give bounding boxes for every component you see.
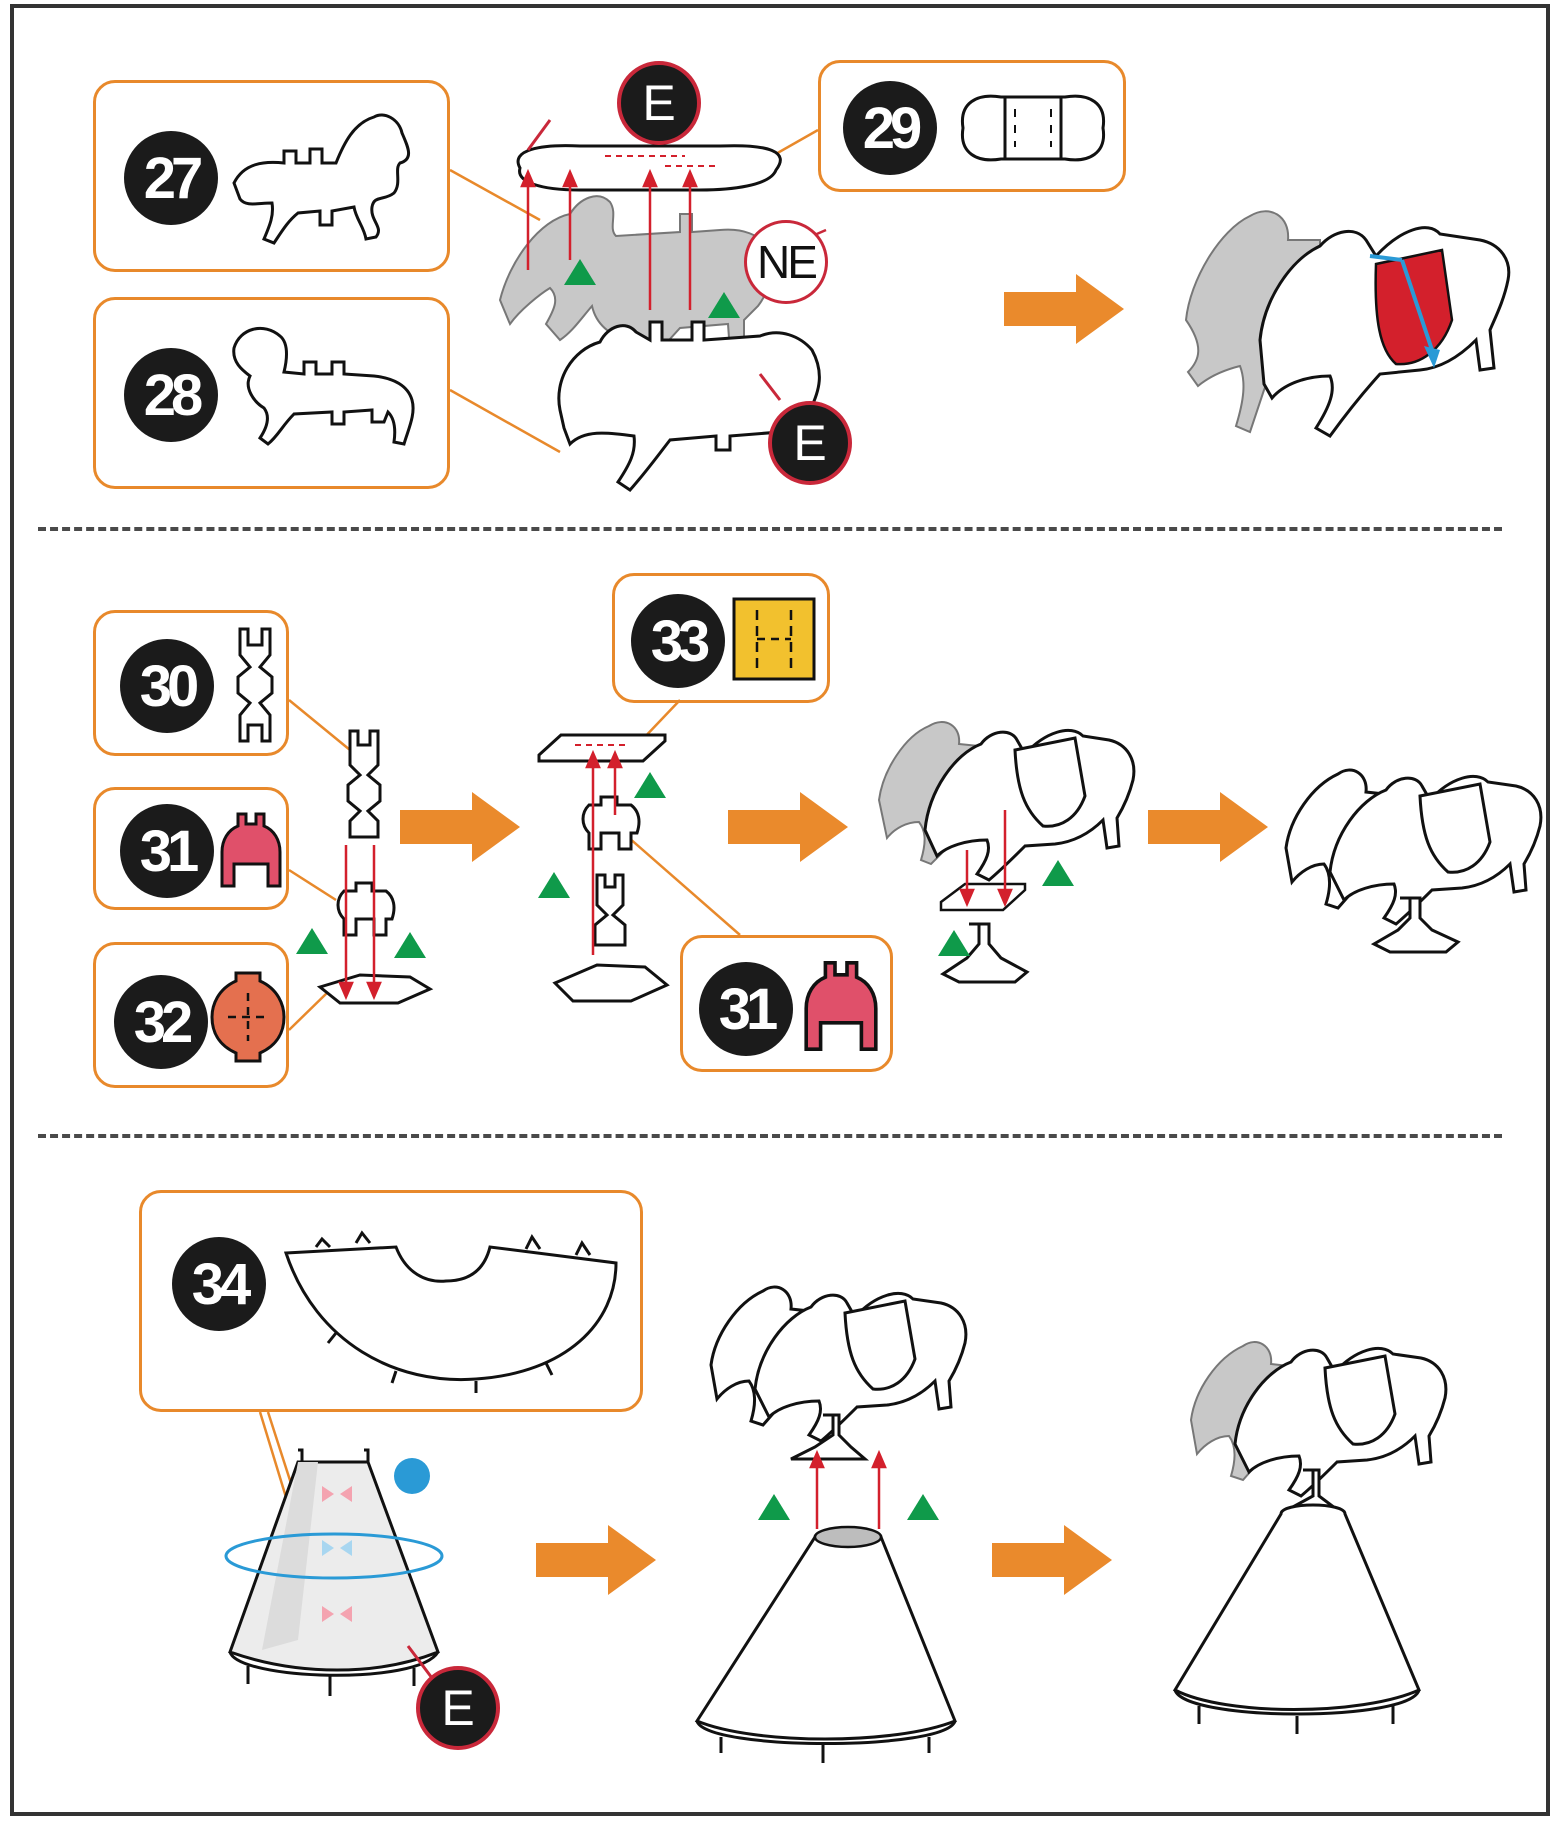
horse-silhouette-left-icon xyxy=(232,113,410,245)
pink-clip-icon xyxy=(220,812,282,888)
step-divider xyxy=(38,1134,1502,1138)
guide-triangle xyxy=(758,1494,790,1520)
marker-e-cone: E xyxy=(416,1666,500,1750)
step-arrow xyxy=(1148,792,1268,862)
callout-part-32: 32 xyxy=(93,942,289,1088)
guide-triangle xyxy=(634,772,666,798)
guide-triangle xyxy=(296,928,328,954)
horse-assembly-exploded xyxy=(498,119,827,492)
callout-part-34: 34 xyxy=(139,1190,643,1412)
part-number-badge: 34 xyxy=(172,1237,266,1331)
carousel-attach xyxy=(694,1285,968,1763)
callout-part-27: 27 xyxy=(93,80,450,272)
part-number-badge: 30 xyxy=(120,639,214,733)
step-divider xyxy=(38,527,1502,531)
callout-part-30: 30 xyxy=(93,610,289,756)
part-number-badge: 32 xyxy=(114,975,208,1069)
part-number-badge: 28 xyxy=(124,348,218,442)
part-number-badge: 31 xyxy=(699,962,793,1056)
oval-base-icon xyxy=(210,971,286,1063)
guide-triangle xyxy=(938,930,970,956)
cone-arc-panel-icon xyxy=(283,1230,618,1393)
horse-pole-result xyxy=(1284,768,1543,954)
connector-post-icon xyxy=(236,627,274,743)
callout-part-28: 28 xyxy=(93,297,450,489)
step-arrow xyxy=(400,792,520,862)
step-arrow xyxy=(992,1525,1112,1595)
yellow-plate-icon xyxy=(732,597,816,681)
step-arrow xyxy=(728,792,848,862)
carousel-final xyxy=(1172,1341,1448,1734)
guide-triangle xyxy=(1042,860,1074,886)
marker-ne: NE xyxy=(744,220,828,304)
guide-triangle xyxy=(907,1494,939,1520)
part-number-badge: 27 xyxy=(124,131,218,225)
part-number-badge: 31 xyxy=(120,804,214,898)
guide-triangle xyxy=(394,932,426,958)
horse-pole-attach xyxy=(877,721,1136,984)
guide-triangle xyxy=(538,872,570,898)
pink-clip-icon xyxy=(804,961,878,1051)
step-arrow xyxy=(536,1525,656,1595)
part-number-badge: 29 xyxy=(843,81,937,175)
pole-assembly-with-plate xyxy=(537,733,670,1003)
callout-part-31-second: 31 xyxy=(680,935,893,1072)
saddle-strip-icon xyxy=(960,94,1106,162)
pole-assembly-exploded xyxy=(316,729,434,1005)
part-number-badge: 33 xyxy=(631,594,725,688)
page-frame xyxy=(10,4,1550,1816)
marker-e-top: E xyxy=(617,61,701,145)
cone-assembly xyxy=(224,1448,444,1696)
step-arrow xyxy=(1004,274,1124,344)
callout-part-33: 33 xyxy=(612,573,830,703)
marker-e-bottom: E xyxy=(768,401,852,485)
callout-part-29: 29 xyxy=(818,60,1126,192)
horse-assembly-result xyxy=(1184,210,1511,438)
guide-triangle xyxy=(708,292,740,318)
callout-part-31: 31 xyxy=(93,787,289,910)
horse-silhouette-right-icon xyxy=(232,326,415,446)
guide-triangle xyxy=(564,259,596,285)
